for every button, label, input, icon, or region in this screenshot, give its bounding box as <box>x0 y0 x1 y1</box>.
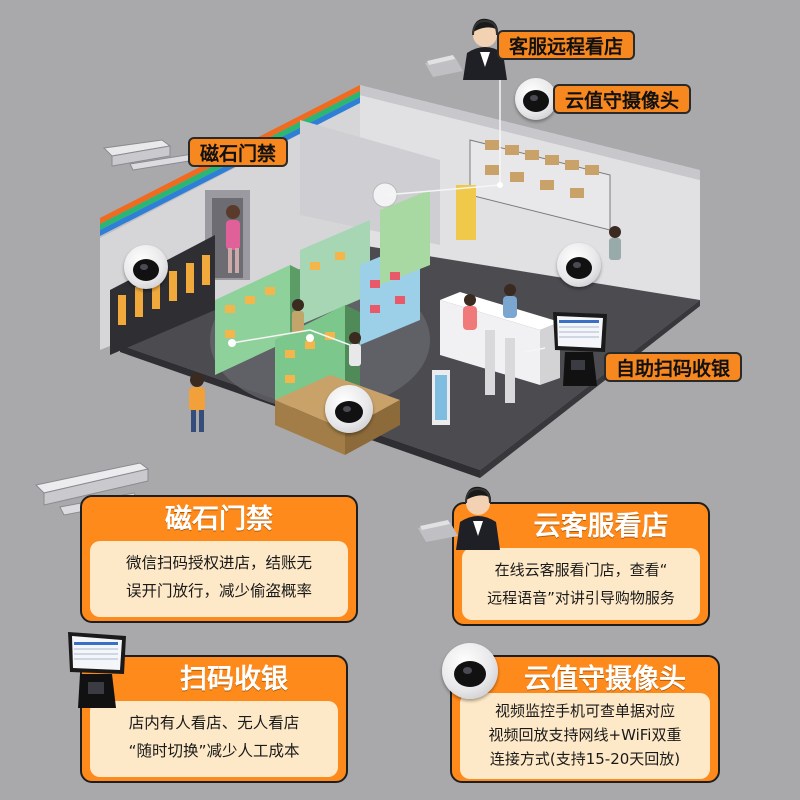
magnetic-lock-label: 磁石门禁 <box>188 137 289 167</box>
dome-camera-icon <box>442 643 498 699</box>
card-line: 微信扫码授权进店，结账无 <box>125 554 312 572</box>
store-illustration <box>100 75 700 478</box>
card-line: 连接方式(支持15-20天回放) <box>489 750 681 768</box>
card-body: 微信扫码授权进店，结账无 误开门放行，减少偷盗概率 <box>90 541 348 617</box>
dome-camera-icon <box>515 78 557 120</box>
pos-terminal-icon <box>553 312 607 386</box>
card-line: 在线云客服看门店，查看“ <box>494 561 668 579</box>
card-body: 视频监控手机可查单据对应 视频回放支持网线+WiFi双重 连接方式(支持15-2… <box>460 693 710 779</box>
dome-camera-icon <box>325 385 373 433</box>
card-line: 视频监控手机可查单据对应 <box>494 702 675 720</box>
card-line: 视频回放支持网线+WiFi双重 <box>488 726 682 744</box>
dome-camera-icon <box>124 245 168 289</box>
customer-service-agent-icon <box>425 18 507 80</box>
card-title: 云值守摄像头 <box>524 664 686 695</box>
card-line: 误开门放行，减少偷盗概率 <box>125 582 312 600</box>
cloud-camera-label: 云值守摄像头 <box>553 84 692 114</box>
self-checkout-label: 自助扫码收银 <box>604 352 743 382</box>
feature-card-magnetic-lock: 磁石门禁 微信扫码授权进店，结账无 误开门放行，减少偷盗概率 <box>80 495 358 623</box>
remote-service-label: 客服远程看店 <box>497 30 636 60</box>
pos-terminal-icon <box>68 632 126 708</box>
card-body: 在线云客服看门店，查看“ 远程语音”对讲引导购物服务 <box>462 548 700 620</box>
card-line: 店内有人看店、无人看店 <box>128 714 300 732</box>
customer-service-agent-icon <box>418 486 500 550</box>
card-body: 店内有人看店、无人看店 “随时切换”减少人工成本 <box>90 701 338 777</box>
card-line: “随时切换”减少人工成本 <box>128 742 300 760</box>
card-title: 云客服看店 <box>533 511 669 542</box>
dome-camera-icon <box>557 243 601 287</box>
card-title: 扫码收银 <box>180 664 288 695</box>
feature-card-cloud-service: 云客服看店 在线云客服看门店，查看“ 远程语音”对讲引导购物服务 <box>452 502 710 626</box>
card-title: 磁石门禁 <box>165 504 273 535</box>
card-line: 远程语音”对讲引导购物服务 <box>487 589 675 607</box>
feature-card-scan-checkout: 扫码收银 店内有人看店、无人看店 “随时切换”减少人工成本 <box>80 655 348 783</box>
